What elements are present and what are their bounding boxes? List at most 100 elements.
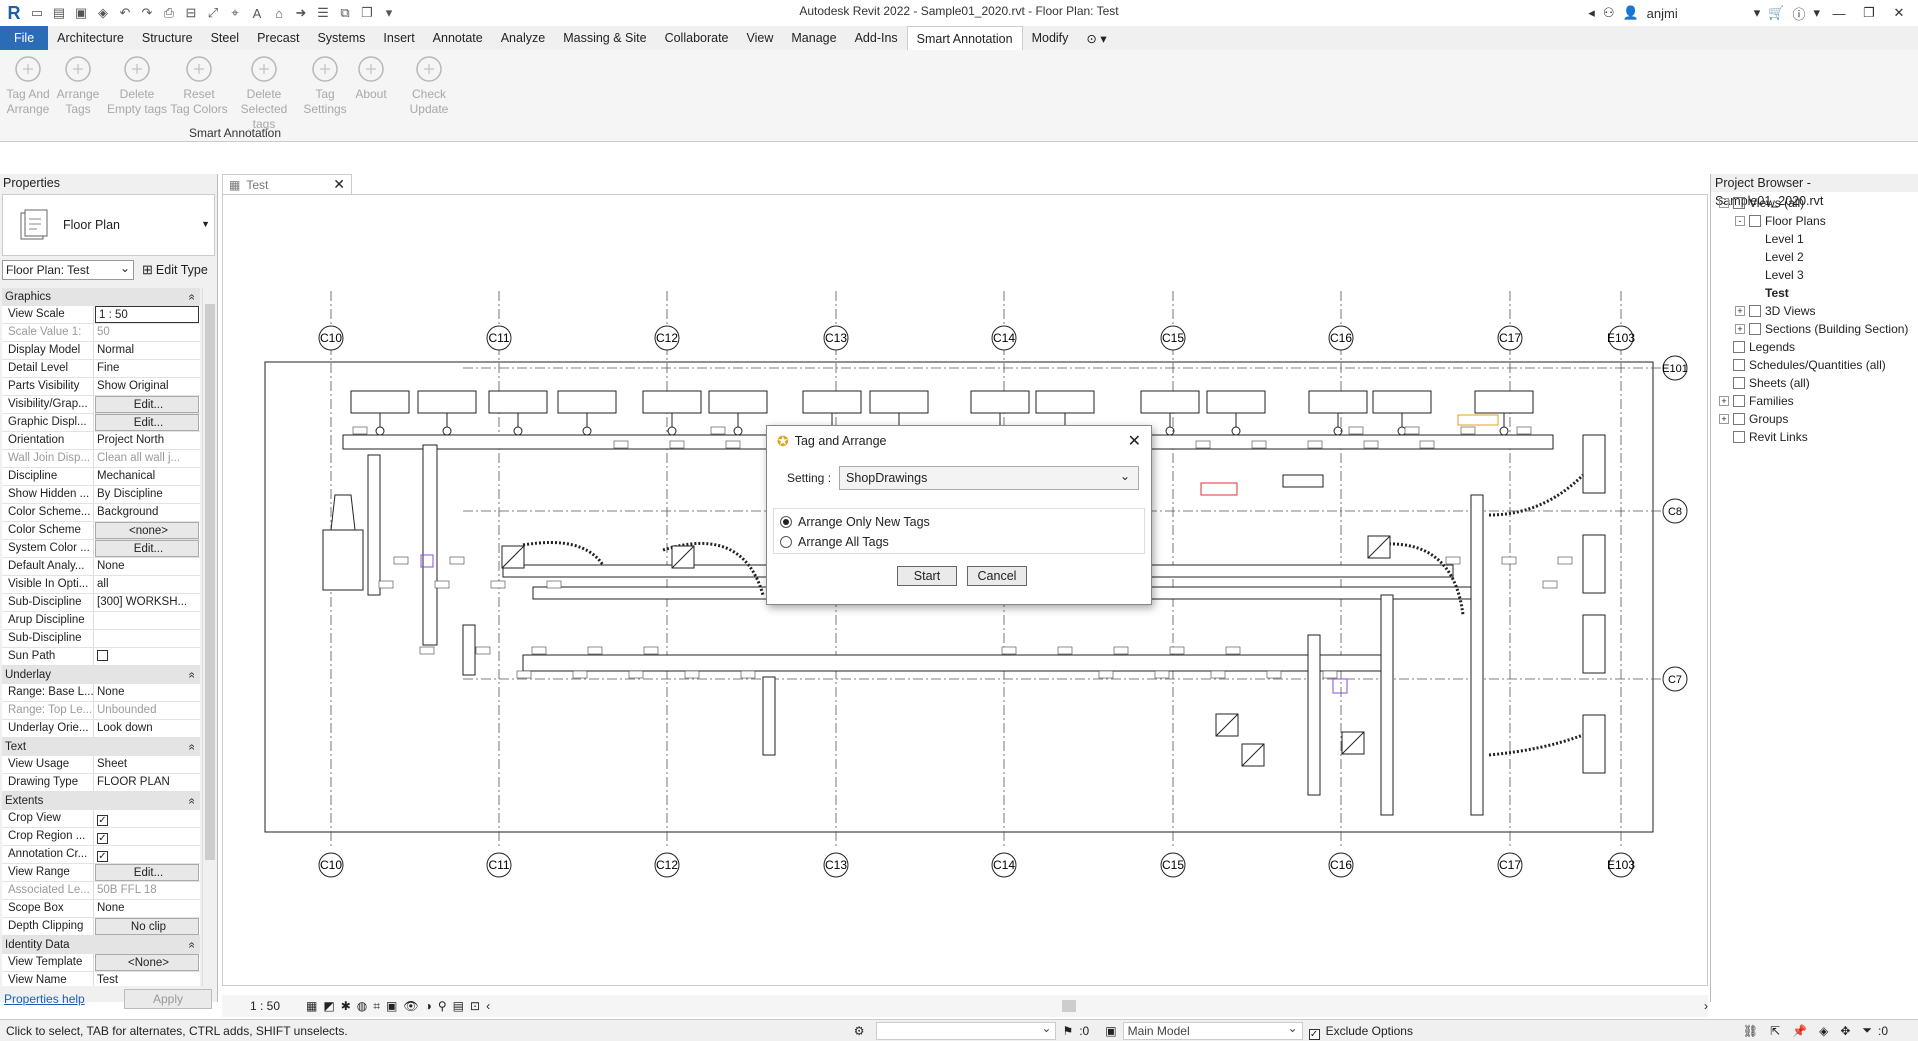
browser-item-level-2[interactable]: Level 2: [1711, 248, 1918, 266]
tab-architecture[interactable]: Architecture: [57, 31, 124, 45]
filter-icon[interactable]: ⏷: [1862, 1023, 1872, 1037]
property-value[interactable]: FLOOR PLAN: [97, 776, 170, 788]
property-section-header[interactable]: Text: [2, 738, 200, 756]
dimension-icon[interactable]: ⤢: [207, 5, 219, 20]
collapse-icon[interactable]: -: [1735, 216, 1745, 226]
tab-modify[interactable]: Modify: [1031, 31, 1069, 45]
tag-icon[interactable]: ⌖: [231, 5, 239, 20]
exclude-options-check[interactable]: ✓: [1308, 1024, 1320, 1040]
tab-massing-site[interactable]: Massing & Site: [563, 31, 647, 45]
tab-manage[interactable]: Manage: [791, 31, 837, 45]
property-value[interactable]: ✓: [94, 828, 200, 845]
property-value[interactable]: 1 : 50: [95, 306, 199, 323]
switch-windows-icon[interactable]: ❐: [361, 5, 373, 20]
contextual-tab-switch-icon[interactable]: ⊙ ▾: [1086, 31, 1107, 46]
property-value[interactable]: ✓: [94, 810, 200, 827]
tab-view[interactable]: View: [746, 31, 774, 45]
edit-type-icon[interactable]: ⊞: [142, 262, 153, 277]
collapse-icon[interactable]: -: [1719, 198, 1729, 208]
property-value[interactable]: None: [97, 560, 125, 572]
highlight-icon[interactable]: ▤: [452, 999, 464, 1013]
browser-item-revit-links[interactable]: Revit Links: [1711, 428, 1918, 446]
property-value[interactable]: Mechanical: [97, 470, 156, 482]
radio-arrange-all-tags[interactable]: Arrange All Tags: [774, 532, 1144, 552]
properties-scrollbar[interactable]: [202, 288, 216, 986]
browser-item-test[interactable]: Test: [1711, 284, 1918, 302]
close-view-icon[interactable]: ✕: [333, 176, 345, 192]
property-value[interactable]: Show Original: [97, 380, 169, 392]
close-hidden-icon[interactable]: ⧉: [340, 5, 350, 20]
ribbon-button-check-update[interactable]: Check Update: [392, 54, 466, 117]
scroll-left-icon[interactable]: ‹: [486, 999, 491, 1013]
radio-unselected-icon[interactable]: [780, 536, 792, 548]
property-value[interactable]: Fine: [97, 362, 120, 374]
selection-icon[interactable]: ⚑: [1062, 1023, 1074, 1038]
browser-item-floor-plans[interactable]: -Floor Plans: [1711, 212, 1918, 230]
sync-icon[interactable]: ◈: [98, 5, 108, 20]
property-value[interactable]: [300] WORKSH...: [97, 596, 188, 608]
text-icon[interactable]: A: [252, 5, 262, 21]
redo-icon[interactable]: ↷: [141, 5, 153, 20]
view-tab-test[interactable]: ▦ Test ✕: [222, 174, 352, 194]
property-value[interactable]: Sheet: [97, 758, 128, 770]
reveal-hidden-icon[interactable]: ◑: [424, 999, 432, 1013]
exclude-options-checkbox[interactable]: ✓: [1308, 1028, 1320, 1040]
shadows-icon[interactable]: ◍: [356, 999, 368, 1013]
property-value[interactable]: Test: [97, 974, 119, 986]
tab-annotate[interactable]: Annotate: [432, 31, 483, 45]
property-value[interactable]: <none>: [95, 522, 199, 539]
analytical-model-icon[interactable]: ⚲: [437, 999, 447, 1013]
type-dropdown-icon[interactable]: ▼: [201, 219, 210, 229]
property-section-header[interactable]: Underlay: [2, 666, 200, 684]
sun-path-icon[interactable]: ✱: [340, 999, 351, 1013]
property-checkbox[interactable]: [97, 650, 108, 661]
browser-item-schedules-quantities-all-[interactable]: Schedules/Quantities (all): [1711, 356, 1918, 374]
open-icon[interactable]: ▤: [52, 5, 66, 20]
tab-file[interactable]: File: [0, 26, 49, 50]
select-pinned-icon[interactable]: 📌: [1792, 1023, 1808, 1038]
crop-view-icon[interactable]: ⌗: [373, 998, 381, 1013]
tab-smart-annotation[interactable]: Smart Annotation: [906, 26, 1023, 50]
cart-icon[interactable]: 🛒: [1768, 5, 1785, 20]
property-value[interactable]: ✓: [94, 846, 200, 863]
property-value[interactable]: None: [97, 902, 125, 914]
property-section-header[interactable]: Identity Data: [2, 936, 200, 954]
user-menu-chevron-icon[interactable]: ▾: [1753, 5, 1761, 20]
browser-item-legends[interactable]: Legends: [1711, 338, 1918, 356]
start-button[interactable]: Start: [897, 566, 957, 586]
show-crop-icon[interactable]: ▣: [386, 999, 398, 1013]
property-value[interactable]: By Discipline: [97, 488, 163, 500]
property-checkbox[interactable]: ✓: [97, 851, 108, 862]
tab-collaborate[interactable]: Collaborate: [664, 31, 729, 45]
revit-logo[interactable]: R: [7, 3, 21, 23]
tab-systems[interactable]: Systems: [317, 31, 366, 45]
nav-left-icon[interactable]: ◂: [1588, 5, 1595, 20]
property-value[interactable]: [94, 648, 200, 665]
browser-item-sheets-all-[interactable]: Sheets (all): [1711, 374, 1918, 392]
select-underlay-icon[interactable]: ⇱: [1770, 1023, 1781, 1038]
apply-button[interactable]: Apply: [124, 989, 212, 1009]
type-selector[interactable]: Floor Plan ▼: [2, 194, 215, 256]
expand-icon[interactable]: +: [1735, 324, 1745, 334]
property-value[interactable]: Normal: [97, 344, 135, 356]
dialog-close-icon[interactable]: ✕: [1127, 433, 1141, 450]
thin-lines-icon[interactable]: ☰: [317, 5, 329, 20]
property-section-header[interactable]: Extents: [2, 792, 200, 810]
property-checkbox[interactable]: ✓: [97, 833, 108, 844]
property-value[interactable]: <None>: [95, 954, 199, 971]
binoculars-icon[interactable]: ⚇: [1602, 5, 1615, 20]
worksharing-icon[interactable]: ⚙: [853, 1023, 865, 1038]
tab-structure[interactable]: Structure: [141, 31, 193, 45]
scroll-right-icon[interactable]: ›: [1704, 999, 1708, 1013]
browser-item-level-1[interactable]: Level 1: [1711, 230, 1918, 248]
expand-icon[interactable]: +: [1719, 414, 1729, 424]
property-value[interactable]: Edit...: [95, 540, 199, 557]
temporary-hide-icon[interactable]: 👁: [403, 999, 419, 1013]
select-links-icon[interactable]: ⛓: [1742, 1023, 1759, 1038]
property-value[interactable]: [94, 612, 200, 629]
constraints-icon[interactable]: ⊡: [470, 999, 481, 1013]
